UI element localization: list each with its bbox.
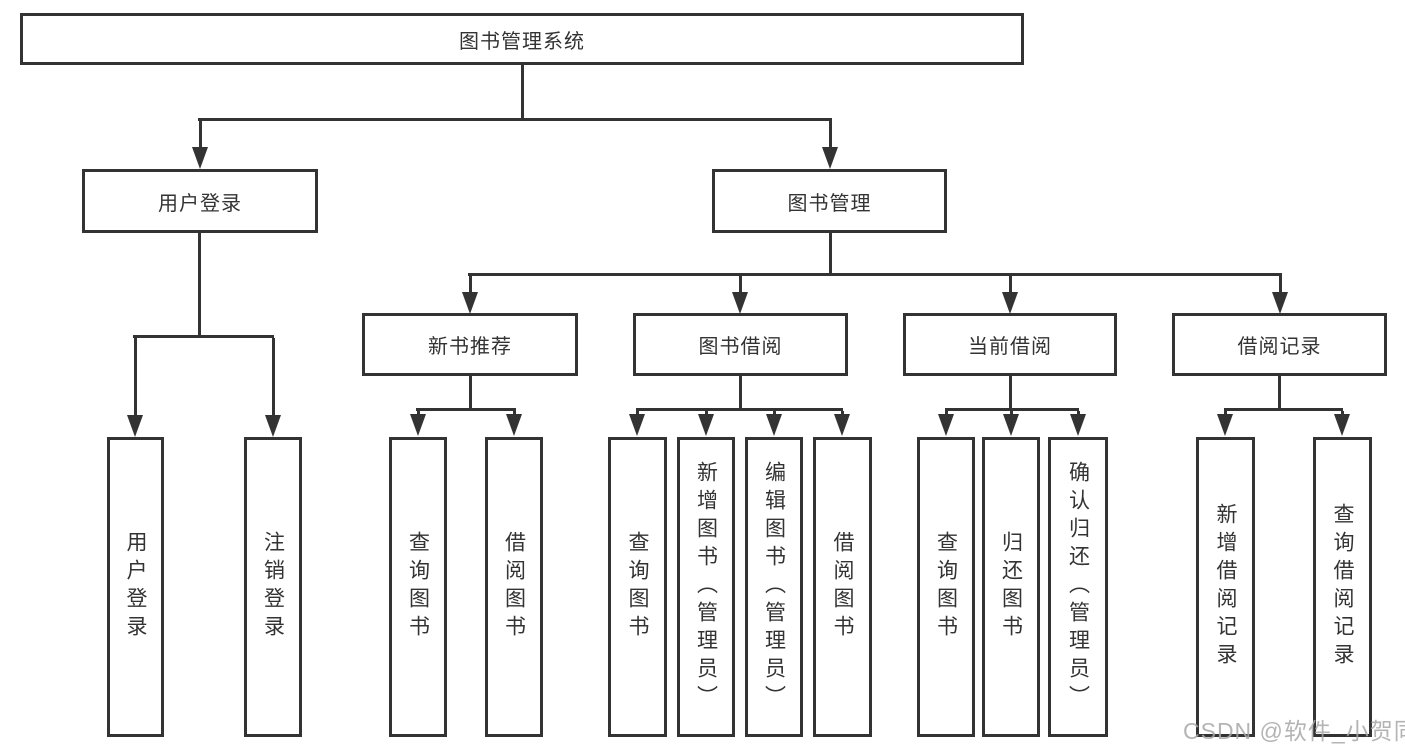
arrow-down-icon [410, 414, 426, 436]
node-new-book-recommend: 新书推荐 [362, 313, 578, 376]
connector-line [739, 276, 742, 293]
leaf-add-book-admin: 新增图书（管理员） [677, 437, 735, 737]
connector-line [1279, 276, 1282, 293]
node-label: 编辑图书（管理员） [762, 461, 786, 713]
connector-line [1009, 376, 1012, 408]
node-borrow-record: 借阅记录 [1172, 313, 1387, 376]
connector-line [1224, 411, 1227, 416]
connector-line [1278, 376, 1281, 408]
arrow-down-icon [1334, 414, 1350, 436]
arrow-down-icon [822, 147, 838, 169]
connector-line [1341, 411, 1344, 416]
node-label: 用户登录 [124, 531, 147, 643]
node-label: 查询借阅记录 [1331, 503, 1354, 671]
node-label: 当前借阅 [968, 336, 1052, 358]
connector-line [198, 233, 201, 335]
leaf-add-borrow-record: 新增借阅记录 [1196, 437, 1255, 737]
node-label: 查询图书 [406, 531, 430, 643]
arrow-down-icon [1070, 414, 1086, 436]
leaf-return-book: 归还图书 [982, 437, 1040, 737]
connector-line [417, 411, 420, 416]
connector-line [513, 411, 516, 416]
node-label: 查询图书 [934, 531, 958, 643]
connector-line [829, 233, 832, 273]
connector-line [468, 273, 1282, 276]
node-label: 图书借阅 [698, 336, 783, 358]
arrow-down-icon [834, 414, 850, 436]
leaf-logout: 注销登录 [244, 437, 302, 737]
arrow-down-icon [629, 414, 645, 436]
node-label: 注销登录 [261, 531, 285, 643]
node-root-system: 图书管理系统 [20, 13, 1024, 65]
arrow-down-icon [192, 147, 208, 169]
arrow-down-icon [938, 414, 954, 436]
node-label: 用户登录 [158, 192, 242, 215]
arrow-down-icon [506, 414, 522, 436]
arrow-down-icon [732, 292, 748, 314]
connector-line [705, 411, 708, 416]
node-label: 归还图书 [999, 531, 1023, 643]
node-label: 新增借阅记录 [1214, 503, 1237, 671]
connector-line [199, 121, 202, 148]
connector-line [272, 338, 275, 416]
connector-line [945, 408, 1079, 411]
leaf-query-borrow-record: 查询借阅记录 [1313, 437, 1372, 737]
arrow-down-icon [1003, 414, 1019, 436]
connector-line [521, 65, 524, 118]
connector-line [1224, 408, 1343, 411]
node-label: 借阅图书 [831, 531, 854, 643]
connector-line [841, 411, 844, 416]
arrow-down-icon [1272, 292, 1288, 314]
connector-line [133, 335, 274, 338]
leaf-current-query-book: 查询图书 [917, 437, 975, 737]
arrow-down-icon [462, 292, 478, 314]
node-current-borrow: 当前借阅 [903, 313, 1117, 376]
arrow-down-icon [1002, 292, 1018, 314]
connector-line [1077, 411, 1080, 416]
node-label: 新增图书（管理员） [694, 461, 718, 713]
csdn-watermark: CSDN @软件_小贺同学 [1183, 718, 1405, 744]
connector-line [134, 338, 137, 416]
node-label: 借阅图书 [502, 531, 526, 643]
leaf-recommend-borrow-book: 借阅图书 [485, 437, 543, 737]
arrow-down-icon [265, 415, 281, 437]
leaf-confirm-return-admin: 确认归还（管理员） [1048, 437, 1108, 737]
leaf-edit-book-admin: 编辑图书（管理员） [745, 437, 803, 737]
arrow-down-icon [1217, 414, 1233, 436]
connector-line [636, 411, 639, 416]
leaf-borrow-query-book: 查询图书 [608, 437, 667, 737]
connector-line [1009, 276, 1012, 293]
connector-line [1010, 411, 1013, 416]
connector-line [469, 376, 472, 408]
node-label: 查询图书 [626, 531, 649, 643]
connector-line [416, 408, 516, 411]
connector-line [773, 411, 776, 416]
leaf-user-login: 用户登录 [107, 437, 164, 737]
connector-line [829, 121, 832, 148]
connector-line [198, 118, 832, 121]
connector-line [945, 411, 948, 416]
node-label: 确认归还（管理员） [1066, 461, 1090, 713]
node-label: 新书推荐 [428, 336, 512, 358]
connector-line [739, 376, 742, 408]
leaf-borrow-book: 借阅图书 [813, 437, 872, 737]
node-book-borrow: 图书借阅 [633, 313, 848, 376]
node-label: 图书管理 [787, 192, 872, 215]
arrow-down-icon [127, 415, 143, 437]
node-label: 借阅记录 [1237, 336, 1322, 358]
connector-line [469, 276, 472, 293]
node-book-management: 图书管理 [712, 169, 947, 233]
arrow-down-icon [766, 414, 782, 436]
connector-line [636, 408, 843, 411]
node-user-login: 用户登录 [82, 169, 318, 233]
leaf-recommend-query-book: 查询图书 [389, 437, 447, 737]
arrow-down-icon [698, 414, 714, 436]
node-label: 图书管理系统 [459, 30, 585, 53]
